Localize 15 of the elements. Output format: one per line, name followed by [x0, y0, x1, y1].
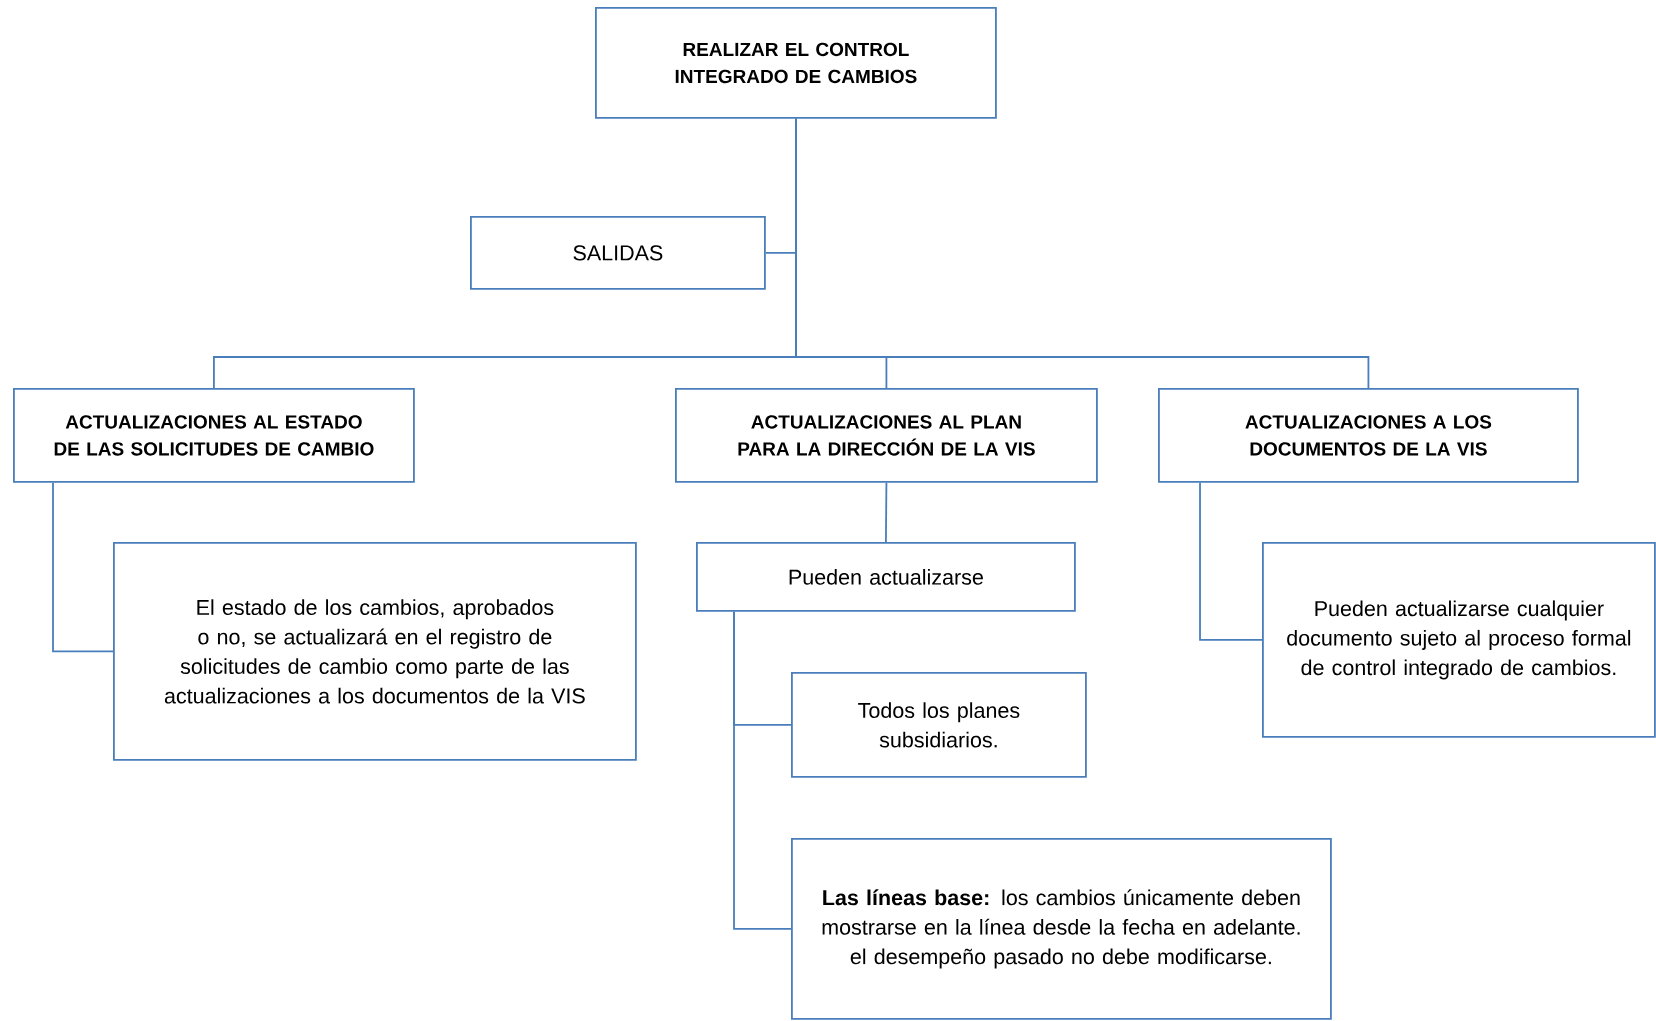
- text-box: Las líneas base: los cambios únicamente deben mostrarse en la línea desde la fecha en adelante. el desempeño pasado no debe modificarse.: [791, 838, 1332, 1020]
- text-box: Todos los planes subsidiarios.: [791, 672, 1087, 778]
- text-box: SALIDAS: [470, 216, 766, 290]
- text-box: REALIZAR EL CONTROL INTEGRADO DE CAMBIOS: [595, 7, 997, 119]
- connector: [733, 610, 792, 930]
- text-box: ACTUALIZACIONES AL PLAN PARA LA DIRECCIÓN DE LA VIS: [675, 388, 1098, 483]
- connector: [795, 117, 1370, 389]
- connector: [1199, 481, 1263, 641]
- text-box: Pueden actualizarse: [696, 542, 1076, 612]
- text-box: El estado de los cambios, aprobados o no, se actualizará en el registro de solicitudes de cambio como parte de las actualizaciones a los documentos de la VIS: [113, 542, 637, 761]
- text-box: ACTUALIZACIONES AL ESTADO DE LAS SOLICITUDES DE CAMBIO: [13, 388, 415, 483]
- text-box: Pueden actualizarse cualquier documento sujeto al proceso formal de control integrado de cambios.: [1262, 542, 1656, 738]
- connector: [52, 481, 114, 653]
- text-box: ACTUALIZACIONES A LOS DOCUMENTOS DE LA VIS: [1158, 388, 1579, 483]
- connector: [885, 481, 888, 543]
